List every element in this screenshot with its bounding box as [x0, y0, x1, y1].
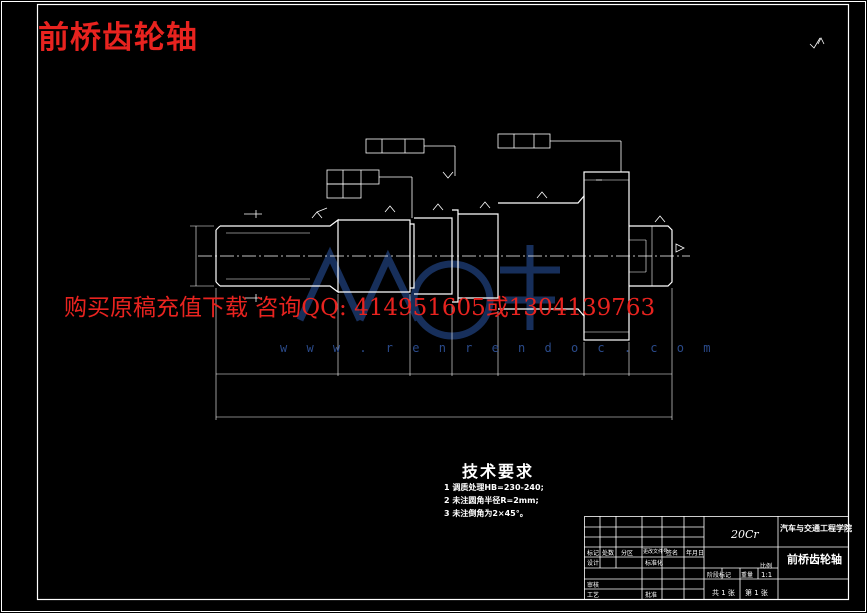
- tech-note-3: 3 未注倒角为2×45°。: [444, 509, 528, 518]
- tb-label-date: 年月日: [686, 550, 705, 557]
- school-name: 汽车与交通工程学院: [780, 524, 852, 533]
- tb-label-count: 处数: [602, 550, 615, 557]
- dimension-lines: [190, 225, 673, 420]
- tb-label-process: 工艺: [587, 592, 600, 599]
- tb-label-ratio: 比例: [760, 563, 773, 570]
- tech-note-2: 2 未注圆角半径R=2mm;: [444, 496, 539, 505]
- tech-note-1: 1 调质处理HB=230-240;: [444, 483, 544, 492]
- tb-label-signature: 签名: [666, 550, 679, 557]
- sheet-number: 第 1 张: [745, 589, 768, 597]
- tb-label-zone: 分区: [621, 550, 634, 557]
- material-label: 20Cr: [731, 528, 759, 541]
- scale-value: 1:1: [761, 571, 773, 579]
- tb-label-weight: 重量: [741, 572, 754, 579]
- tb-label-mark: 标记: [587, 550, 600, 557]
- tb-label-change-doc: 更改文件号: [643, 549, 669, 555]
- inner-frame: [36, 3, 850, 601]
- tech-requirements-title: 技术要求: [462, 462, 535, 481]
- shaft-outline: [215, 171, 673, 341]
- tolerance-annotations: [244, 133, 685, 302]
- sheet-total: 共 1 张: [712, 589, 735, 597]
- title-block: [584, 516, 849, 600]
- gear-detail: [629, 239, 647, 273]
- watermark-url: w w w . r e n r e n d o c . c o m: [280, 341, 717, 355]
- tb-label-approve: 批准: [645, 592, 658, 599]
- overlay-ad-text: 购买原稿充值下载 咨询QQ: 414951605或1304139763: [64, 295, 656, 321]
- tb-label-design: 设计: [587, 560, 600, 567]
- tb-label-stage-mark: 阶段标记: [707, 572, 732, 579]
- roughness-symbol-corner: [809, 37, 825, 49]
- overlay-title: 前桥齿轮轴: [38, 20, 198, 56]
- tb-label-review: 审核: [587, 582, 600, 589]
- tb-label-standardize: 标准化: [645, 560, 664, 567]
- part-name: 前桥齿轮轴: [787, 553, 842, 566]
